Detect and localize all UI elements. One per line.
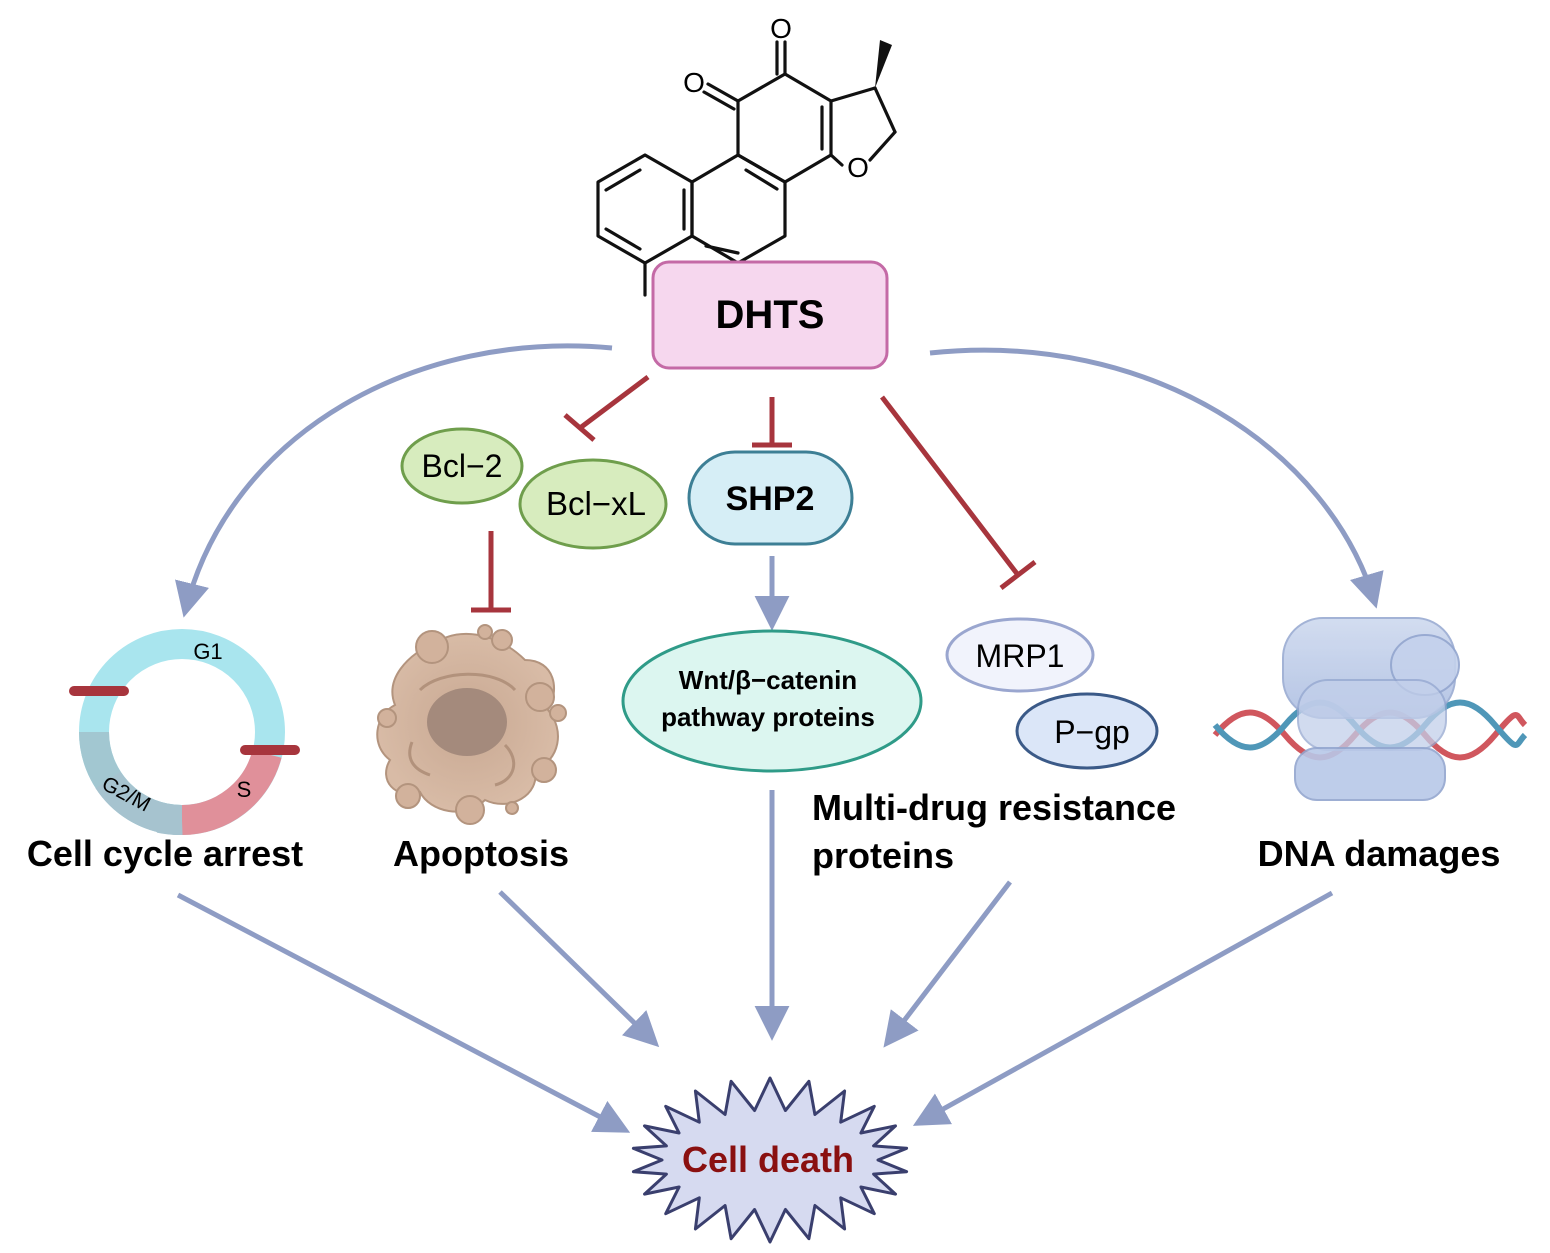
p-gp-node bbox=[1015, 692, 1159, 770]
bcl-2-label: Bcl−2 bbox=[422, 448, 503, 484]
wnt-label-line2: pathway proteins bbox=[661, 702, 875, 732]
bcl-2-node bbox=[400, 427, 524, 505]
arrow-to-dna-damage bbox=[929, 347, 1384, 609]
dhts-molecule-structure bbox=[596, 40, 897, 297]
cell-cycle-icon: G1 G2/M S bbox=[69, 629, 300, 836]
outcome-apoptosis: Apoptosis bbox=[393, 833, 569, 874]
inhibit-bcl-xl-bar bbox=[563, 413, 596, 442]
cell-cycle-g1-label: G1 bbox=[193, 639, 222, 664]
apoptotic-cell-icon bbox=[376, 624, 567, 825]
dna-damage-icon bbox=[1212, 617, 1528, 801]
inhibit-bcl-xl bbox=[578, 375, 650, 430]
inhibition-arrows bbox=[471, 375, 1037, 613]
molecule-atom-o: O bbox=[683, 67, 705, 98]
inhibit-mdr bbox=[880, 395, 1020, 577]
dhts-label: DHTS bbox=[716, 293, 825, 337]
wnt-node bbox=[621, 629, 923, 773]
mrp1-label: MRP1 bbox=[976, 638, 1065, 674]
outcome-mdr-line2: proteins bbox=[812, 835, 954, 876]
molecule-atom-o: O bbox=[847, 152, 869, 183]
mrp1-node bbox=[945, 617, 1095, 693]
arrow-dna-to-death bbox=[912, 890, 1334, 1126]
converging-arrows bbox=[176, 790, 1334, 1133]
arrow-to-cell-cycle bbox=[175, 343, 613, 618]
bcl-xl-node bbox=[518, 458, 668, 550]
p-gp-label: P−gp bbox=[1054, 714, 1130, 750]
outcome-dna-damages: DNA damages bbox=[1258, 833, 1501, 874]
cell-cycle-block-marker bbox=[240, 745, 300, 755]
cell-cycle-s-label: S bbox=[237, 777, 252, 802]
shp2-node bbox=[687, 450, 854, 546]
arrow-mdr-to-death bbox=[883, 880, 1012, 1048]
shp2-label: SHP2 bbox=[726, 480, 815, 518]
wnt-label-line1: Wnt/β−catenin bbox=[679, 665, 857, 695]
arrow-apoptosis-to-death bbox=[498, 890, 660, 1048]
cell-death-label: Cell death bbox=[682, 1139, 854, 1180]
activation-arrows bbox=[175, 343, 1384, 631]
bcl-xl-label: Bcl−xL bbox=[546, 485, 646, 522]
outcome-mdr-line1: Multi-drug resistance bbox=[812, 787, 1176, 828]
wedge-bond bbox=[875, 40, 892, 88]
molecule-atom-o: O bbox=[770, 13, 792, 44]
cell-death-burst bbox=[631, 1076, 909, 1244]
outcome-cell-cycle-arrest: Cell cycle arrest bbox=[27, 833, 303, 874]
arrow-cell-cycle-to-death bbox=[176, 892, 631, 1133]
cell-cycle-ring-s bbox=[181, 749, 282, 835]
cell-nucleus bbox=[427, 688, 507, 756]
dhts-node bbox=[651, 260, 889, 370]
cell-cycle-block-marker bbox=[69, 686, 129, 696]
inhibit-mdr-bar bbox=[999, 560, 1037, 590]
